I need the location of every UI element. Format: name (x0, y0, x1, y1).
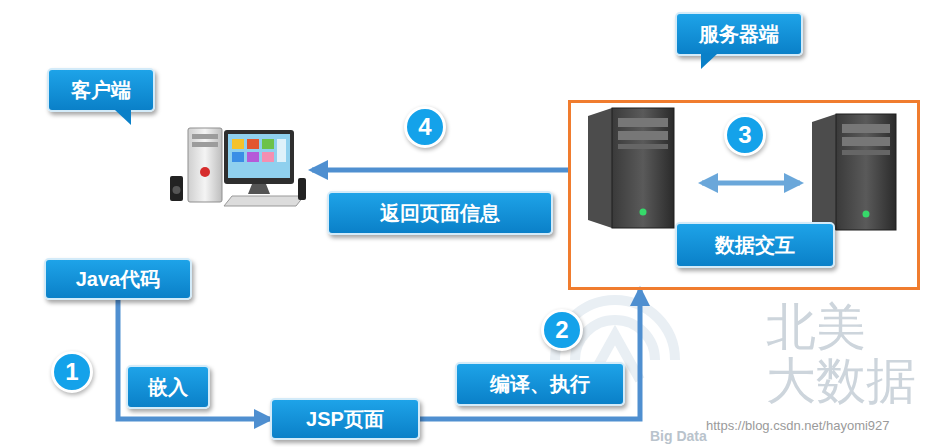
flow-arrow (312, 168, 568, 173)
client-node: 客户端 (160, 122, 310, 210)
callout-number: 1 (51, 351, 93, 393)
edge-label: 编译、执行 (455, 362, 625, 406)
flow-arrow (420, 290, 640, 419)
watermark: 大数据 (766, 356, 916, 406)
watermark-url: https://blog.csdn.net/hayomi927 (706, 418, 890, 433)
server-illustration (588, 108, 896, 230)
process-box: Java代码 (44, 258, 192, 300)
callout-number: 4 (404, 106, 446, 148)
callout-label: 服务器端 (675, 12, 803, 56)
flow-arrow (118, 300, 270, 419)
process-box: 数据交互 (675, 222, 835, 268)
edge-label: 返回页面信息 (327, 191, 553, 235)
callout-number: 3 (724, 114, 766, 156)
watermark: 北美 (766, 302, 866, 352)
box-text: Java代码 (76, 266, 161, 293)
process-box: JSP页面 (270, 398, 420, 440)
callout-number: 2 (541, 309, 583, 351)
box-text: 数据交互 (715, 232, 795, 259)
box-text: JSP页面 (306, 406, 384, 433)
edge-label: 嵌入 (126, 365, 210, 409)
watermark-text: Big Data (650, 428, 707, 444)
callout-label: 客户端 (47, 68, 155, 112)
computer-illustration (170, 128, 306, 206)
